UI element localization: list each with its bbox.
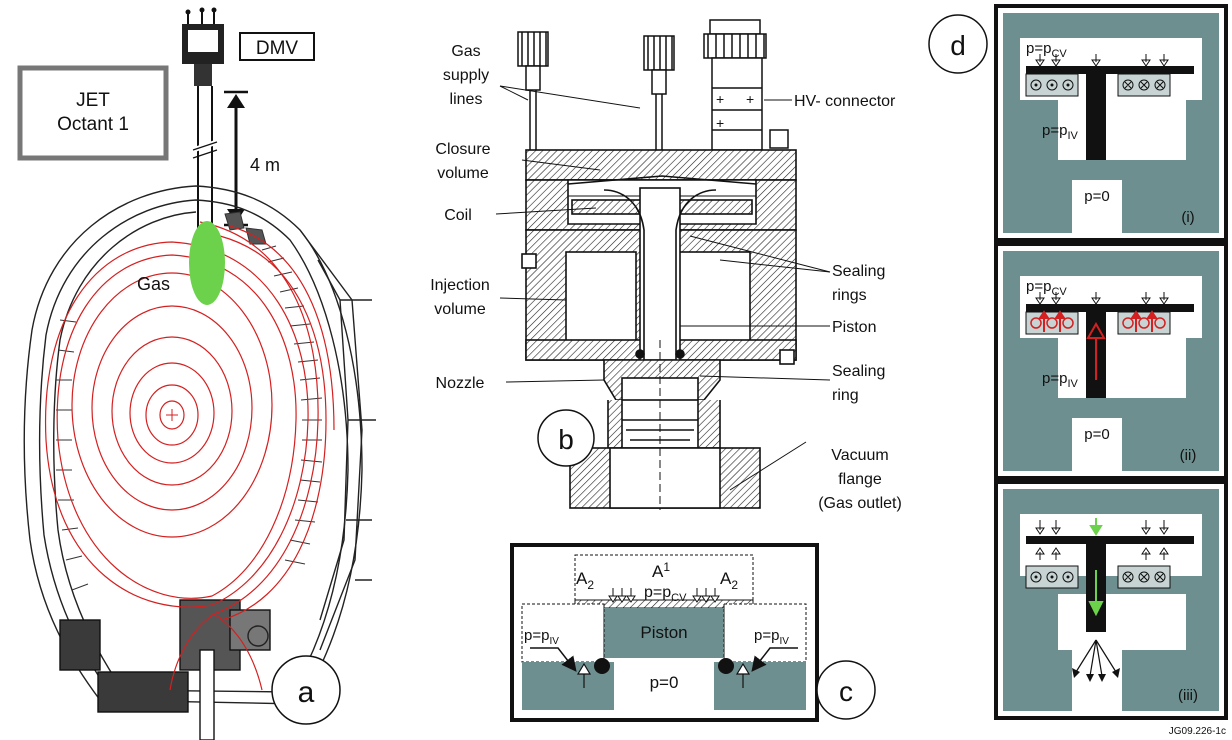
- label-a2-left: A2: [576, 569, 594, 592]
- panel-b: + + +: [430, 19, 902, 512]
- gas-duct: [192, 86, 218, 238]
- label-sealing-ring-2: ring: [832, 387, 859, 404]
- svg-text:p=pCV: p=pCV: [1026, 278, 1067, 298]
- left-chamber-outline: [521, 603, 605, 663]
- step-ii: p=pCV p=pIV p=0 (ii): [994, 242, 1228, 480]
- vessel-tiles: [56, 211, 323, 591]
- pressure-arrows-up: [576, 662, 751, 688]
- label-p-iv-right: p=pIV: [754, 627, 789, 647]
- step-iii-label: (iii): [1178, 687, 1198, 704]
- label-gas-supply-2: supply: [443, 67, 489, 84]
- label-sealing-ring-1: Sealing: [832, 363, 885, 380]
- panel-letter-d-circle: [928, 14, 988, 74]
- label-vacuum-flange-1: Vacuum: [831, 447, 889, 464]
- label-injection-volume-1: Injection: [430, 277, 490, 294]
- panel-letter-b-circle: [537, 409, 595, 467]
- step-iii: (iii): [994, 480, 1228, 720]
- panel-letter-b: b: [558, 424, 574, 455]
- svg-text:p=0: p=0: [1084, 188, 1109, 205]
- label-sealing-rings-2: rings: [832, 287, 867, 304]
- label-nozzle: Nozzle: [436, 375, 485, 392]
- label-piston-c: Piston: [640, 623, 687, 642]
- panel-letter-a-circle: [271, 655, 341, 725]
- panel-a: JET Octant 1 DMV: [17, 7, 376, 740]
- dmv-label-box: [239, 32, 315, 61]
- panel-letter-d: d: [950, 30, 966, 61]
- figure-id: JG09.226-1c: [1169, 726, 1226, 737]
- left-pointer: [530, 647, 577, 672]
- svg-text:p=pIV: p=pIV: [1042, 370, 1079, 390]
- svg-text:+: +: [746, 91, 754, 107]
- distance-label: 4 m: [250, 155, 280, 175]
- panel-letter-c-circle: [816, 660, 876, 720]
- valve-body: [521, 149, 797, 510]
- right-pointer: [751, 647, 798, 672]
- svg-text:p=pCV: p=pCV: [1026, 40, 1067, 60]
- hv-connector: + + +: [703, 19, 789, 151]
- label-vacuum-flange-3: (Gas outlet): [818, 495, 902, 512]
- label-closure-volume-1: Closure: [435, 141, 490, 158]
- label-injection-volume-2: volume: [434, 301, 486, 318]
- label-hv-connector: HV- connector: [794, 93, 896, 110]
- right-seal-ring: [718, 658, 734, 674]
- plasma-flux-surfaces: [44, 221, 335, 691]
- jet-octant-box: [17, 65, 169, 161]
- gas-plume: [189, 221, 225, 305]
- piston-block: [604, 608, 724, 658]
- label-p-zero-c: p=0: [650, 673, 679, 692]
- label-p-iv-left: p=pIV: [524, 627, 559, 647]
- svg-text:+: +: [716, 115, 724, 131]
- panel-letter-c: c: [839, 676, 853, 707]
- left-seal-ring: [594, 658, 610, 674]
- dmv-valve: [182, 7, 224, 86]
- label-a2-right: A2: [720, 569, 738, 592]
- panel-letter-a: a: [298, 676, 315, 709]
- label-vacuum-flange-2: flange: [838, 471, 882, 488]
- label-p-cv: p=pCV: [644, 584, 687, 604]
- vessel-outline: [23, 185, 376, 740]
- right-chamber-outline: [723, 603, 807, 663]
- leader-lines: [495, 85, 831, 491]
- dmv-label: DMV: [256, 38, 299, 59]
- step-i-label: (i): [1181, 209, 1194, 226]
- label-piston: Piston: [832, 319, 876, 336]
- label-sealing-rings-1: Sealing: [832, 263, 885, 280]
- pressure-arrows-top: [608, 588, 720, 603]
- svg-text:p=pIV: p=pIV: [1042, 122, 1079, 142]
- panel-c: A1 A2 A2 p=pCV Piston p=pIV p=pIV p=0 c: [510, 543, 876, 722]
- step-ii-label: (ii): [1180, 447, 1197, 464]
- label-gas-supply-3: lines: [450, 91, 483, 108]
- gas-supply-fittings: [517, 31, 675, 238]
- jet-label: JET: [76, 90, 110, 111]
- step-i: p=pCV p=pIV p=0 (i): [994, 4, 1228, 242]
- panel-d: d p=pCV p=pIV p=0 (i): [928, 4, 1228, 737]
- octant-label: Octant 1: [57, 114, 129, 135]
- label-coil: Coil: [444, 207, 472, 224]
- closure-volume-box: [574, 554, 754, 606]
- gas-label: Gas: [137, 274, 170, 294]
- label-a1: A1: [652, 560, 670, 581]
- svg-text:p=0: p=0: [1084, 426, 1109, 443]
- label-gas-supply-1: Gas: [451, 43, 480, 60]
- svg-text:+: +: [716, 91, 724, 107]
- label-closure-volume-2: volume: [437, 165, 489, 182]
